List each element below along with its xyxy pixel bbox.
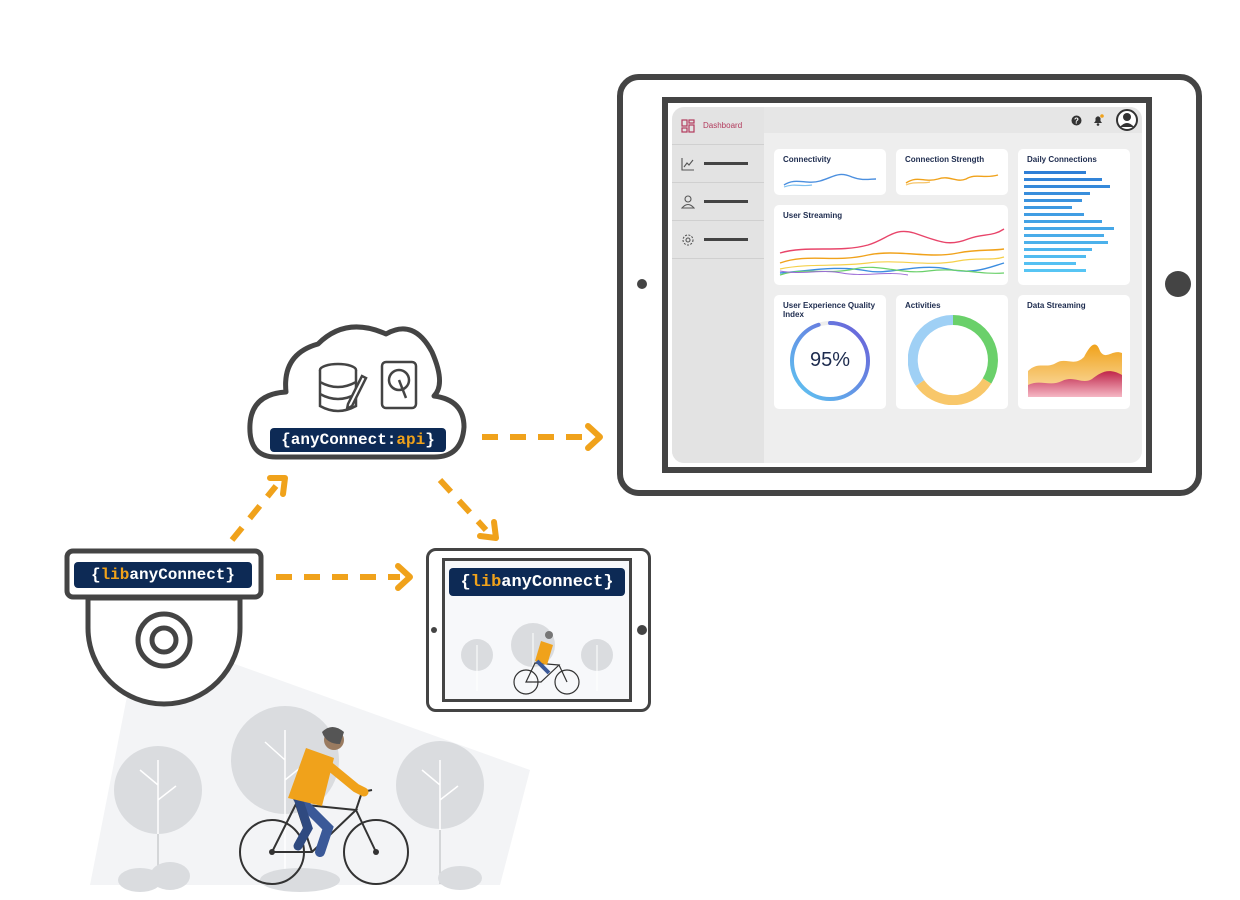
dashboard-app: Dashboard ?: [672, 107, 1142, 463]
api-highlight: api: [396, 431, 426, 449]
user-icon: [680, 194, 696, 210]
daily-connections-bar: [1024, 227, 1114, 230]
sidebar-item-label: Dashboard: [703, 121, 743, 130]
daily-connections-bar: [1024, 206, 1072, 209]
activities-donut: [908, 315, 998, 405]
card-connection-strength[interactable]: Connection Strength: [896, 149, 1008, 195]
daily-connections-bar: [1024, 213, 1084, 216]
sidebar-item-settings[interactable]: [672, 221, 764, 259]
tablet-video-feed: [461, 623, 613, 695]
daily-connections-bar: [1024, 234, 1104, 237]
user-streaming-chart: [779, 228, 1005, 276]
brace-open: {: [90, 566, 101, 584]
data-streaming-area: [1028, 344, 1122, 397]
brace-open: {: [460, 572, 471, 592]
brace-close: }: [425, 431, 435, 449]
anyconnect-api-badge: {anyConnect:api}: [270, 428, 446, 452]
trend-chart-icon: [680, 156, 696, 172]
tablet-home-button: [637, 625, 647, 635]
notification-bell-icon[interactable]: [1092, 114, 1104, 126]
sidebar-item-placeholder: [704, 162, 748, 165]
daily-connections-bar: [1024, 269, 1086, 272]
daily-connections-bar: [1024, 185, 1110, 188]
card-title: User Experience Quality Index: [783, 301, 876, 319]
connection-strength-sparkline: [905, 174, 999, 186]
tablet-camera-dot: [637, 279, 647, 289]
settings-icon: [680, 232, 696, 248]
daily-connections-bar: [1024, 241, 1108, 244]
uxqi-value: 95%: [809, 349, 851, 371]
lib-highlight: lib: [100, 566, 130, 584]
daily-connections-bar: [1024, 220, 1102, 223]
daily-connections-bar: [1024, 262, 1076, 265]
hard-disk-icon: [380, 360, 418, 410]
daily-connections-bar: [1024, 255, 1086, 258]
badge-name: anyConnect: [501, 572, 604, 592]
dashboard-topbar: ?: [764, 107, 1142, 133]
daily-connections-bar: [1024, 248, 1092, 251]
arrow-camera-to-cloud: [229, 484, 279, 542]
sidebar-item-placeholder: [704, 238, 748, 241]
dashboard-sidebar: Dashboard: [672, 107, 764, 463]
help-icon[interactable]: ?: [1071, 115, 1082, 126]
card-title: Connection Strength: [905, 155, 985, 164]
daily-connections-bar: [1024, 171, 1086, 174]
card-title: Connectivity: [783, 155, 832, 164]
avatar-icon[interactable]: [1116, 109, 1138, 131]
bicycle-front-wheel: [343, 819, 409, 885]
tablet-home-button: [1165, 271, 1191, 297]
daily-connections-bar: [1024, 178, 1102, 181]
uxqi-gauge: [790, 321, 870, 401]
badge-name: anyConnect:: [290, 431, 397, 449]
daily-connections-bar: [1024, 199, 1082, 202]
card-title: Daily Connections: [1027, 155, 1097, 164]
brace-close: }: [225, 566, 236, 584]
brace-open: {: [281, 431, 291, 449]
bush: [118, 862, 482, 892]
cloud-server: [247, 324, 467, 460]
cyclist-illustration: [239, 727, 409, 885]
daily-connections-bars: [1024, 171, 1114, 272]
connectivity-sparkline: [783, 173, 877, 188]
svg-text:?: ?: [1074, 117, 1079, 126]
tablet-camera-dot: [431, 627, 437, 633]
lib-highlight: lib: [470, 572, 502, 592]
sidebar-item-dashboard[interactable]: Dashboard: [672, 107, 764, 145]
card-user-experience-quality-index[interactable]: User Experience Quality Index 95%: [774, 295, 886, 409]
card-activities[interactable]: Activities: [896, 295, 1008, 409]
card-connectivity[interactable]: Connectivity: [774, 149, 886, 195]
card-title: User Streaming: [783, 211, 843, 220]
badge-name: anyConnect: [129, 566, 226, 584]
brace-close: }: [603, 572, 614, 592]
card-title: Activities: [905, 301, 941, 310]
card-title: Data Streaming: [1027, 301, 1086, 310]
sidebar-item-users[interactable]: [672, 183, 764, 221]
arrow-cloud-to-tablet: [437, 477, 489, 533]
sidebar-item-analytics[interactable]: [672, 145, 764, 183]
sidebar-item-placeholder: [704, 200, 748, 203]
card-data-streaming[interactable]: Data Streaming: [1018, 295, 1130, 409]
dashboard-screen: Dashboard ?: [662, 97, 1152, 473]
dashboard-grid-icon: [680, 118, 696, 134]
daily-connections-bar: [1024, 192, 1090, 195]
card-daily-connections[interactable]: Daily Connections: [1018, 149, 1130, 285]
card-user-streaming[interactable]: User Streaming: [774, 205, 1008, 285]
database-icon: [318, 362, 368, 413]
